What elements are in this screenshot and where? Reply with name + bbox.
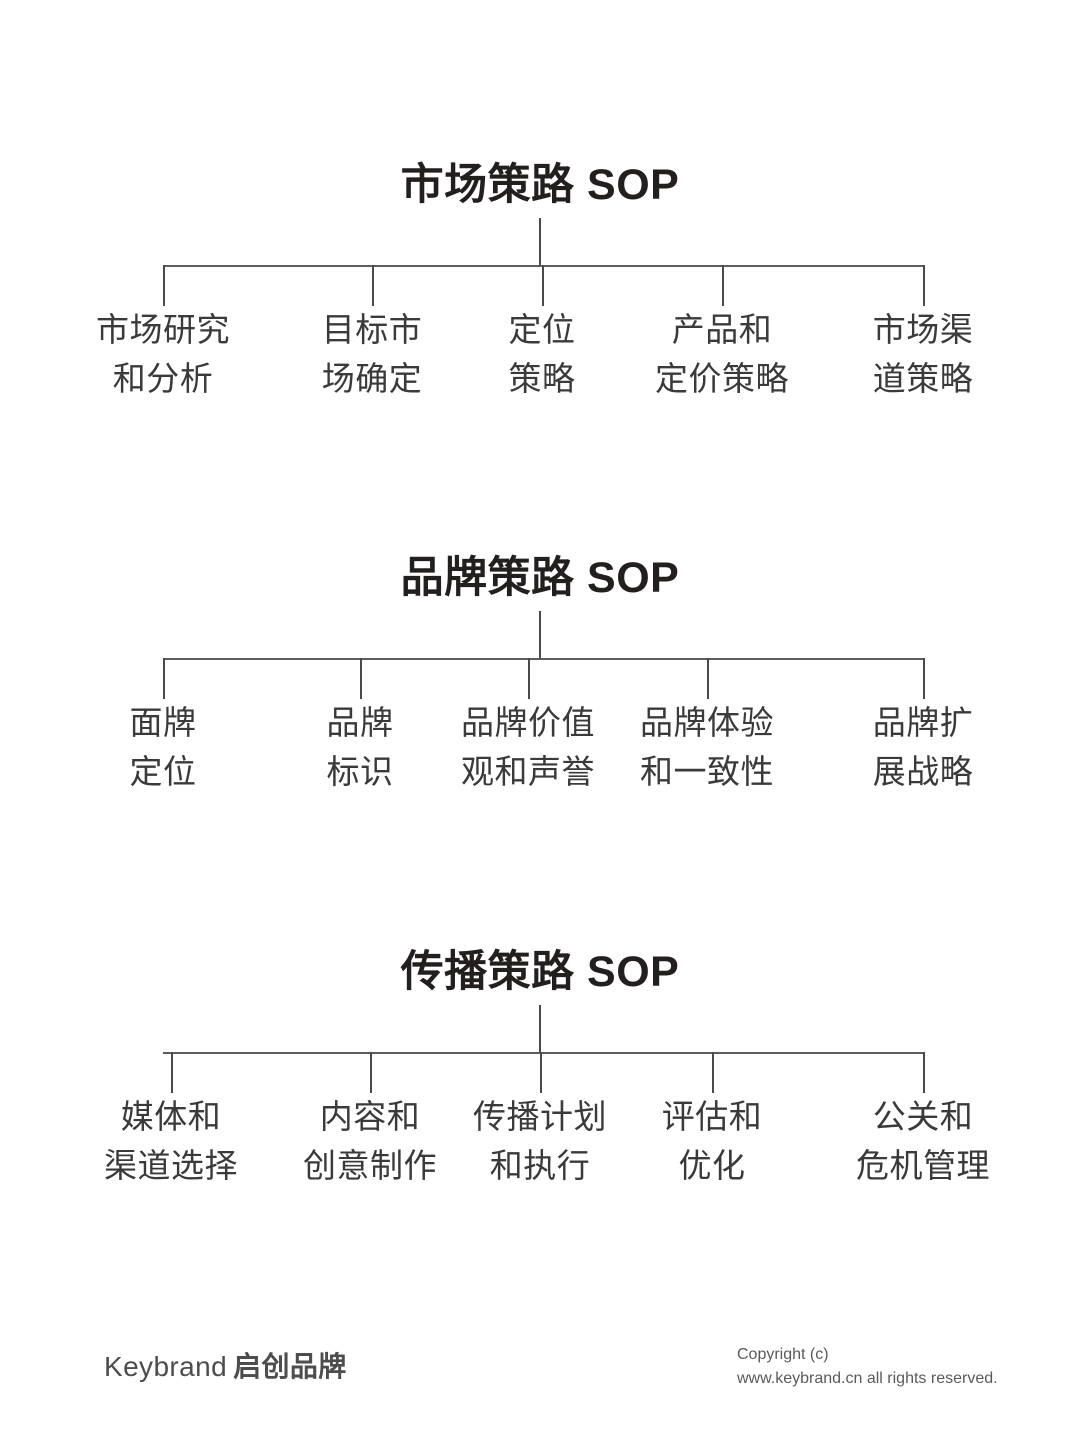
leaf-line-1: 评估和 xyxy=(661,1098,763,1135)
connector-brand xyxy=(0,611,1080,699)
leaf-node: 品牌 标识 xyxy=(245,699,475,797)
connector-drop xyxy=(540,1052,542,1093)
leaf-line-2: 定价策略 xyxy=(655,359,789,397)
leaf-node: 定位 策略 xyxy=(427,306,657,404)
leaf-node: 目标市 场确定 xyxy=(257,306,487,404)
leaf-line-2: 场确定 xyxy=(321,359,423,397)
leaf-node: 内容和 创意制作 xyxy=(255,1093,485,1191)
connector-drop xyxy=(163,265,165,306)
connector-market xyxy=(0,218,1080,306)
leaf-line-1: 市场研究 xyxy=(96,311,230,348)
connector-drop xyxy=(542,265,544,306)
connector-drop xyxy=(923,658,925,699)
connector-drop xyxy=(163,658,165,699)
copyright-line-2: www.keybrand.cn all rights reserved. xyxy=(737,1370,998,1387)
connector-communication xyxy=(0,1005,1080,1093)
leaf-line-1: 公关和 xyxy=(872,1098,974,1135)
leaf-line-2: 渠道选择 xyxy=(104,1146,238,1184)
leaf-line-2: 危机管理 xyxy=(856,1146,990,1184)
connector-stem xyxy=(539,611,541,659)
leaf-line-1: 目标市 xyxy=(321,311,423,348)
connector-drop xyxy=(370,1052,372,1093)
connector-drop xyxy=(372,265,374,306)
leaf-node: 产品和 定价策略 xyxy=(607,306,837,404)
copyright-notice: Copyright (c) www.keybrand.cn all rights… xyxy=(737,1343,998,1391)
connector-drop xyxy=(707,658,709,699)
leaf-line-2: 和执行 xyxy=(489,1146,591,1184)
connector-drop xyxy=(360,658,362,699)
leaf-line-2: 优化 xyxy=(678,1146,746,1184)
sop-section-communication: 传播策路 SOP 媒体和 渠道选择 内容和 创意制作 传播计划 和执行 xyxy=(0,947,1080,1203)
leaf-line-1: 传播计划 xyxy=(473,1098,607,1135)
section-title-market: 市场策路 SOP xyxy=(400,161,680,209)
leaf-line-1: 内容和 xyxy=(319,1098,421,1135)
connector-drop xyxy=(923,265,925,306)
connector-drop xyxy=(923,1052,925,1093)
leaf-line-1: 品牌体验 xyxy=(640,704,774,741)
connector-drop xyxy=(712,1052,714,1093)
brand-name-cn: 启创品牌 xyxy=(233,1351,347,1382)
leaf-node: 品牌体验 和一致性 xyxy=(592,699,822,797)
leaf-line-1: 媒体和 xyxy=(120,1098,222,1135)
leaf-line-1: 品牌 xyxy=(326,704,394,741)
leaf-node: 市场渠 道策略 xyxy=(808,306,1038,404)
leaf-line-2: 观和声誉 xyxy=(461,752,595,790)
leaf-node: 品牌价值 观和声誉 xyxy=(413,699,643,797)
connector-horizontal-bar xyxy=(163,658,923,660)
connector-stem xyxy=(539,1005,541,1053)
leaf-line-2: 和分析 xyxy=(112,359,214,397)
leaf-line-2: 道策略 xyxy=(872,359,974,397)
section-title-communication: 传播策路 SOP xyxy=(400,948,680,996)
connector-drop xyxy=(171,1052,173,1093)
leaf-node: 传播计划 和执行 xyxy=(425,1093,655,1191)
leaf-line-2: 展战略 xyxy=(872,752,974,790)
leaf-line-1: 定位 xyxy=(508,311,576,348)
leaf-node: 评估和 优化 xyxy=(597,1093,827,1191)
connector-drop xyxy=(528,658,530,699)
leaf-node: 市场研究 和分析 xyxy=(48,306,278,404)
leaf-node: 媒体和 渠道选择 xyxy=(56,1093,286,1191)
connector-drop xyxy=(722,265,724,306)
leaf-line-1: 面牌 xyxy=(129,704,197,741)
leaf-row-communication: 媒体和 渠道选择 内容和 创意制作 传播计划 和执行 评估和 优化 公关和 危机… xyxy=(0,1093,1080,1203)
sop-section-market: 市场策路 SOP 市场研究 和分析 目标市 场确定 定位 策略 xyxy=(0,160,1080,416)
leaf-line-2: 标识 xyxy=(326,752,394,790)
leaf-node: 品牌扩 展战略 xyxy=(808,699,1038,797)
section-title-brand: 品牌策路 SOP xyxy=(400,554,680,602)
leaf-line-2: 定位 xyxy=(129,752,197,790)
leaf-row-brand: 面牌 定位 品牌 标识 品牌价值 观和声誉 品牌体验 和一致性 品牌扩 展战略 xyxy=(0,699,1080,809)
leaf-line-2: 策略 xyxy=(508,359,576,397)
leaf-line-1: 产品和 xyxy=(671,311,773,348)
leaf-node: 面牌 定位 xyxy=(48,699,278,797)
sop-section-brand: 品牌策路 SOP 面牌 定位 品牌 标识 品牌价值 观和声誉 xyxy=(0,553,1080,809)
brand-name-en: Keybrand xyxy=(104,1351,228,1382)
leaf-row-market: 市场研究 和分析 目标市 场确定 定位 策略 产品和 定价策略 市场渠 道策略 xyxy=(0,306,1080,416)
copyright-line-1: Copyright (c) xyxy=(737,1346,829,1363)
leaf-line-1: 品牌扩 xyxy=(872,704,974,741)
connector-horizontal-bar xyxy=(163,1052,923,1054)
leaf-node: 公关和 危机管理 xyxy=(808,1093,1038,1191)
leaf-line-2: 和一致性 xyxy=(640,752,774,790)
leaf-line-1: 品牌价值 xyxy=(461,704,595,741)
connector-stem xyxy=(539,218,541,266)
leaf-line-1: 市场渠 xyxy=(872,311,974,348)
leaf-line-2: 创意制作 xyxy=(303,1146,437,1184)
